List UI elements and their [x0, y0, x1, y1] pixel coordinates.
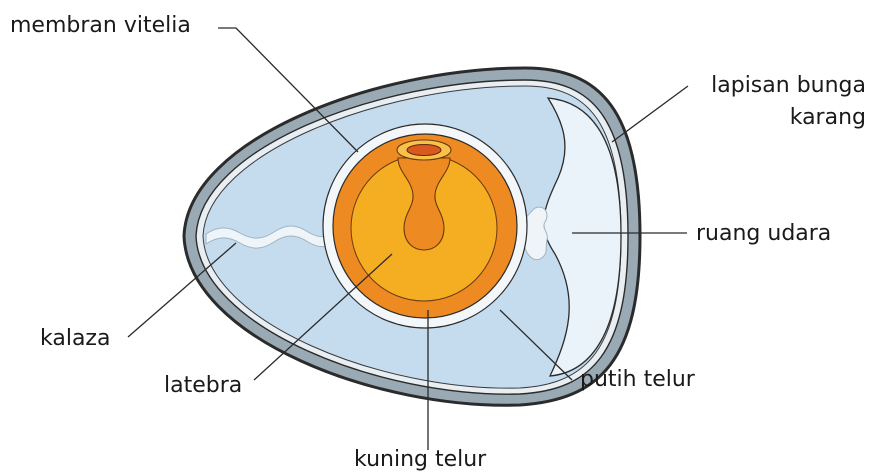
germinal-disc: [407, 145, 441, 156]
label-lapisan-bunga-karang-line1: lapisan bunga: [711, 73, 866, 98]
label-membran-vitelia: membran vitelia: [10, 13, 191, 38]
label-kuning-telur: kuning telur: [354, 447, 487, 472]
label-putih-telur: putih telur: [580, 367, 696, 392]
label-kalaza: kalaza: [40, 326, 110, 351]
label-lapisan-bunga-karang-line2: karang: [790, 105, 866, 130]
label-ruang-udara: ruang udara: [696, 221, 831, 246]
label-latebra: latebra: [164, 373, 242, 398]
leader-lapisan-bunga-karang: [612, 86, 688, 142]
